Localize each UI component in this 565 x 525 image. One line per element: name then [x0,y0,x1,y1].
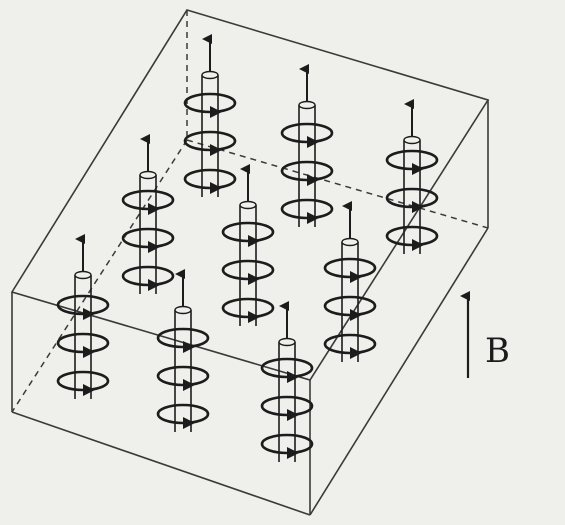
superconductor-slab [10,9,490,516]
current-direction-arrow [412,239,424,251]
current-direction-arrow [248,273,260,285]
field-label: B [485,331,510,371]
vortex [280,64,334,227]
current-direction-arrow [307,136,319,148]
current-direction-arrow [307,212,319,224]
current-direction-arrow [210,144,222,156]
current-direction-arrow [287,371,299,383]
vortex [323,201,377,362]
vortex [260,301,314,462]
current-direction-arrow [248,311,260,323]
vortex [56,234,110,399]
current-direction-arrow [210,106,222,118]
current-direction-arrow [148,279,160,291]
vortex-core-cap [74,270,92,280]
current-direction-arrow [350,309,362,321]
current-direction-arrow [183,379,195,391]
current-direction-arrow [83,384,95,396]
box-hidden-edges [11,10,489,413]
vortex-core-cap [139,170,157,180]
current-direction-arrow [183,417,195,429]
vortex [385,99,439,254]
vortex-core-cap [278,337,296,347]
current-direction-arrow [183,341,195,353]
current-direction-arrow [287,447,299,459]
vortex-core-cap [201,70,219,80]
current-direction-arrow [83,308,95,320]
flux-vortices [56,34,439,462]
current-direction-arrow [412,163,424,175]
current-direction-arrow [350,271,362,283]
vortex [183,34,237,197]
current-direction-arrow [148,203,160,215]
vortex-core-cap [298,100,316,110]
vortex [121,134,175,294]
current-direction-arrow [210,182,222,194]
magnetic-field-indicator: B [460,291,510,378]
current-direction-arrow [307,174,319,186]
current-direction-arrow [412,201,424,213]
vortex-core-cap [239,200,257,210]
vortex-core-cap [341,237,359,247]
current-direction-arrow [350,347,362,359]
vortex [221,164,275,326]
vortex-core-cap [174,305,192,315]
vortex [156,269,210,432]
vortex-core-cap [403,135,421,145]
current-direction-arrow [83,346,95,358]
current-direction-arrow [248,235,260,247]
current-direction-arrow [287,409,299,421]
current-direction-arrow [148,241,160,253]
